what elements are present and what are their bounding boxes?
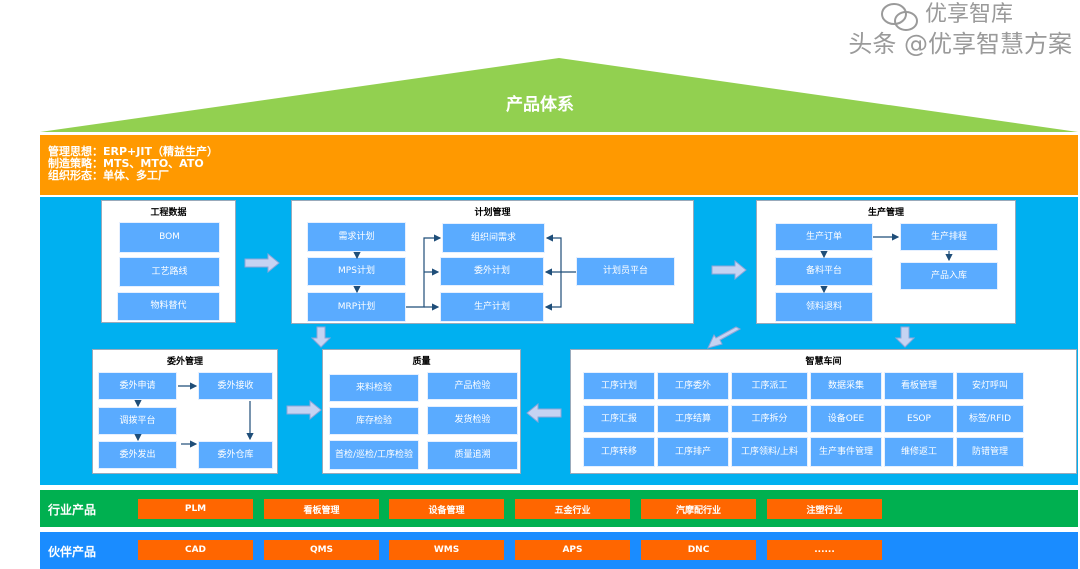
workshop-item: 生产事件管理 — [810, 437, 882, 467]
planning-item: 生产计划 — [440, 292, 544, 322]
workshop-item: ESOP — [884, 405, 954, 433]
workshop-item: 工序结算 — [657, 405, 729, 433]
watermark-caption: 头条 @优享智慧方案 — [848, 30, 1072, 58]
industry-product: 汽摩配行业 — [641, 499, 756, 519]
partner-product: ...... — [767, 540, 882, 560]
engineering-item: BOM — [119, 222, 220, 253]
outsourcing-title: 委外管理 — [166, 357, 203, 367]
partner-product: QMS — [264, 540, 379, 560]
arrow-right-icon — [244, 253, 280, 273]
workshop-item: 工序排产 — [657, 437, 729, 467]
arrow-left-icon — [526, 403, 562, 423]
workshop-item: 看板管理 — [884, 372, 954, 400]
quality-item: 质量追溯 — [427, 441, 518, 470]
production-item: 产品入库 — [900, 262, 998, 290]
workshop-item: 工序领料/上料 — [731, 437, 808, 467]
partner-product: DNC — [641, 540, 756, 560]
engineering-item: 工艺路线 — [119, 257, 220, 287]
strategy-line: 管理思想：ERP+JIT（精益生产） — [48, 145, 218, 158]
arrow-down-left-icon — [706, 326, 742, 350]
planning-item: 组织间需求 — [442, 223, 545, 253]
workshop-item: 工序派工 — [731, 372, 808, 400]
strategy-band: 管理思想：ERP+JIT（精益生产） 制造策略：MTS、MTO、ATO 组织形态… — [40, 135, 1078, 195]
industry-product: 五金行业 — [515, 499, 630, 519]
quality-item: 来料检验 — [329, 374, 419, 402]
industry-product: 注塑行业 — [767, 499, 882, 519]
partner-product: CAD — [138, 540, 253, 560]
production-item: 领料退料 — [775, 292, 873, 322]
planning-item: 需求计划 — [307, 222, 406, 252]
workshop-title: 智慧车间 — [805, 357, 842, 367]
workshop-item: 工序计划 — [583, 372, 655, 400]
arrow-right-icon — [711, 260, 747, 280]
outsourcing-item: 委外仓库 — [198, 441, 273, 469]
workshop-item: 工序转移 — [583, 437, 655, 467]
workshop-item: 设备OEE — [810, 405, 882, 433]
workshop-item: 数据采集 — [810, 372, 882, 400]
production-item: 生产订单 — [775, 223, 873, 251]
industry-product: PLM — [138, 499, 253, 519]
workshop-item: 防错管理 — [956, 437, 1024, 467]
quality-title: 质量 — [412, 357, 431, 367]
outsourcing-item: 委外申请 — [98, 372, 177, 400]
watermark-brand: 优享智库 — [925, 2, 1014, 27]
industry-label: 行业产品 — [48, 503, 97, 517]
strategy-line: 制造策略：MTS、MTO、ATO — [48, 157, 204, 170]
quality-item: 首检/巡检/工序检验 — [329, 440, 419, 470]
arrow-down-icon — [895, 326, 915, 348]
strategy-line: 组织形态：单体、多工厂 — [48, 169, 169, 182]
quality-item: 发货检验 — [427, 406, 518, 435]
engineering-title: 工程数据 — [150, 208, 187, 218]
outsourcing-item: 委外发出 — [98, 441, 177, 469]
arrow-right-icon — [286, 400, 322, 420]
workshop-item: 安灯呼叫 — [956, 372, 1024, 400]
partner-label: 伙伴产品 — [48, 545, 97, 559]
arrow-down-icon — [311, 326, 331, 348]
planning-item: 委外计划 — [440, 257, 544, 286]
wechat-icon — [880, 2, 920, 32]
roof-shape — [40, 58, 1078, 132]
production-title: 生产管理 — [867, 208, 904, 218]
quality-item: 产品检验 — [427, 372, 518, 400]
planning-title: 计划管理 — [474, 208, 511, 218]
workshop-item: 维修返工 — [884, 437, 954, 467]
engineering-item: 物料替代 — [117, 292, 220, 321]
diagram-title: 产品体系 — [506, 95, 574, 115]
partner-product: APS — [515, 540, 630, 560]
industry-product: 设备管理 — [389, 499, 504, 519]
production-item: 生产排程 — [900, 223, 998, 251]
workshop-item: 工序拆分 — [731, 405, 808, 433]
partner-product: WMS — [389, 540, 504, 560]
industry-product: 看板管理 — [264, 499, 379, 519]
workshop-item: 工序汇报 — [583, 405, 655, 433]
outsourcing-item: 委外接收 — [198, 372, 273, 400]
production-item: 备料平台 — [775, 257, 873, 286]
quality-item: 库存检验 — [329, 407, 419, 435]
workshop-item: 标签/RFID — [956, 405, 1024, 433]
workshop-item: 工序委外 — [657, 372, 729, 400]
planning-item: 计划员平台 — [576, 257, 675, 286]
